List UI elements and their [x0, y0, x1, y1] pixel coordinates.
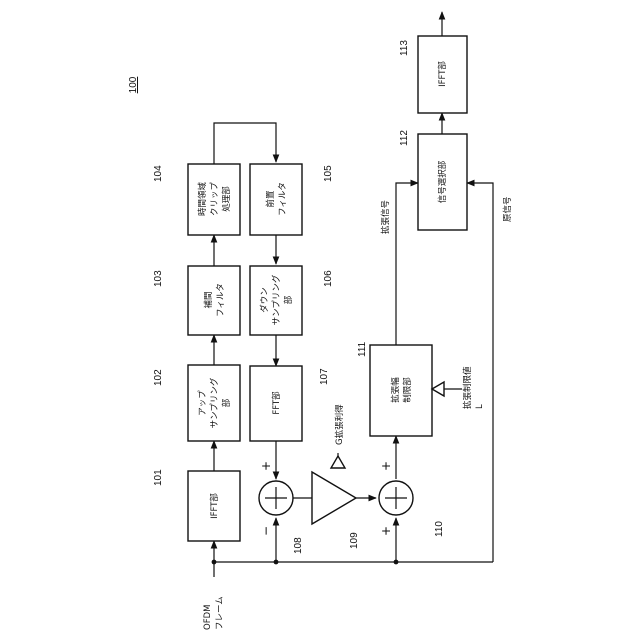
ref-107: 107	[319, 368, 330, 385]
ref-101: 101	[153, 469, 164, 486]
original-signal-label: 原信号	[502, 196, 513, 222]
svg-text:補間: 補間	[203, 291, 214, 308]
plus-sign-110-bottom: +	[379, 526, 393, 536]
block-105-prefilter: 前置 フィルタ	[250, 164, 302, 235]
svg-text:拡張制限値: 拡張制限値	[462, 366, 473, 409]
ref-111: 111	[357, 341, 368, 357]
svg-text:部: 部	[283, 295, 294, 304]
input-label: OFDM フレーム	[203, 596, 225, 630]
svg-text:サンプリング: サンプリング	[271, 274, 282, 325]
expanded-signal-label: 拡張信号	[380, 200, 391, 234]
plus-sign-110-left: +	[379, 461, 393, 471]
block-101-ifft: IFFT部	[188, 471, 240, 541]
ref-110: 110	[434, 521, 445, 537]
svg-text:フィルタ: フィルタ	[216, 283, 226, 317]
block-107-fft: FFT部	[250, 366, 302, 441]
block-111-expansion-limiter: 拡張幅 制限部	[370, 345, 432, 436]
ref-112: 112	[399, 130, 410, 146]
ref-103: 103	[153, 270, 164, 287]
svg-text:クリップ: クリップ	[210, 182, 220, 217]
gain-label: G拡張利得	[334, 404, 345, 445]
svg-text:信号選択部: 信号選択部	[437, 160, 448, 203]
ref-105: 105	[323, 165, 334, 182]
ref-104: 104	[153, 165, 164, 182]
svg-text:サンプリング: サンプリング	[209, 377, 220, 428]
diagram-id: 100	[128, 76, 139, 93]
svg-text:IFFT部: IFFT部	[437, 61, 448, 87]
limit-input-marker	[432, 382, 444, 396]
svg-text:処理部: 処理部	[221, 186, 232, 212]
svg-text:ダウン: ダウン	[259, 287, 270, 313]
block-112-signal-selector: 信号選択部	[418, 134, 467, 230]
svg-text:フレーム: フレーム	[215, 596, 225, 630]
block-103-interpolation-filter: 補間 フィルタ	[188, 266, 240, 335]
svg-text:アップ: アップ	[198, 390, 208, 416]
gain-input-marker	[331, 456, 345, 468]
subtractor-108	[259, 481, 293, 515]
svg-text:拡張幅: 拡張幅	[390, 377, 401, 403]
block-106-downsampling: ダウン サンプリング 部	[250, 266, 302, 335]
block-102-upsampling: アップ サンプリング 部	[188, 365, 240, 441]
svg-text:部: 部	[221, 398, 232, 407]
ref-109: 109	[349, 532, 360, 549]
svg-text:OFDM: OFDM	[203, 605, 213, 630]
plus-sign-108: +	[259, 461, 273, 471]
svg-text:制限部: 制限部	[402, 377, 413, 403]
amplifier-109	[312, 472, 356, 524]
minus-sign-108: −	[259, 526, 273, 536]
svg-text:フィルタ: フィルタ	[278, 182, 288, 216]
ref-108: 108	[293, 537, 304, 554]
svg-text:時間領域: 時間領域	[197, 182, 208, 217]
ref-106: 106	[323, 270, 334, 287]
svg-text:L: L	[475, 404, 485, 409]
ref-102: 102	[153, 369, 164, 386]
adder-110	[379, 481, 413, 515]
svg-text:FFT部: FFT部	[271, 391, 282, 415]
limit-label: 拡張制限値 L	[462, 366, 485, 409]
block-104-time-domain-clip: 時間領域 クリップ 処理部	[188, 164, 240, 235]
ref-113: 113	[399, 40, 410, 56]
svg-text:前置: 前置	[265, 190, 276, 208]
block-113-ifft: IFFT部	[418, 36, 467, 113]
svg-text:IFFT部: IFFT部	[209, 493, 220, 519]
